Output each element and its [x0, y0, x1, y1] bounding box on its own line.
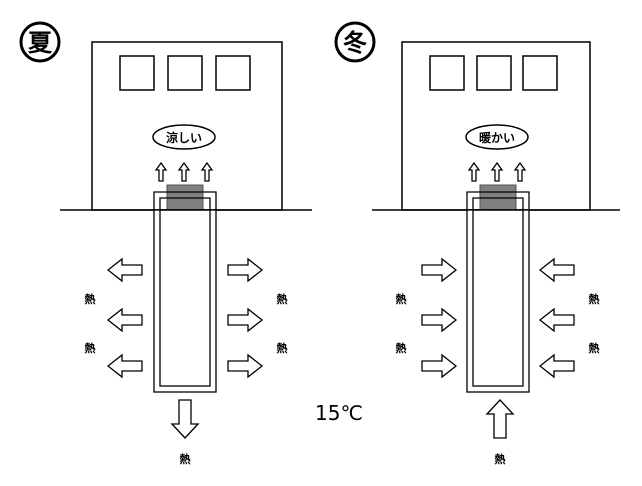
winter-air-label: 暖かい	[479, 130, 515, 145]
winter-window-1	[429, 55, 465, 91]
winter-air-bubble: 暖かい	[465, 124, 529, 150]
summer-arrow-right-3	[227, 354, 263, 378]
summer-window-3	[215, 55, 251, 91]
winter-heat-left-2: 熱	[396, 341, 407, 355]
summer-heat-right-1: 熱	[277, 292, 288, 306]
summer-panel: 夏 涼しい	[19, 21, 312, 466]
winter-arrow-left-2	[539, 308, 575, 332]
winter-heat-bottom: 熱	[495, 452, 506, 466]
winter-window-2	[476, 55, 512, 91]
winter-arrow-right-2	[421, 308, 457, 332]
summer-heat-bottom: 熱	[180, 452, 191, 466]
summer-heat-right-2: 熱	[277, 341, 288, 355]
winter-arrow-left-1	[539, 258, 575, 282]
ground-temperature-label: 15℃	[315, 401, 363, 425]
winter-heat-right-2: 熱	[589, 341, 600, 355]
winter-season-badge: 冬	[334, 21, 376, 63]
winter-arrow-right-3	[421, 354, 457, 378]
summer-window-1	[119, 55, 155, 91]
winter-heat-labels: 熱 熱 熱 熱 熱	[396, 292, 600, 466]
summer-heat-left-1: 熱	[85, 292, 96, 306]
winter-season-label: 冬	[343, 29, 367, 57]
winter-heat-left-1: 熱	[396, 292, 407, 306]
winter-heat-right-1: 熱	[589, 292, 600, 306]
winter-arrow-left-3	[539, 354, 575, 378]
summer-season-label: 夏	[28, 29, 53, 57]
summer-arrow-right-2	[227, 308, 263, 332]
summer-arrow-left-1	[107, 258, 143, 282]
summer-heat-labels: 熱 熱 熱 熱 熱	[85, 292, 288, 466]
winter-arrow-right-1	[421, 258, 457, 282]
summer-arrow-left-3	[107, 354, 143, 378]
summer-heat-left-2: 熱	[85, 341, 96, 355]
summer-ground-pipe	[153, 191, 217, 393]
winter-window-3	[522, 55, 558, 91]
winter-arrow-up	[486, 399, 514, 439]
summer-arrow-left-2	[107, 308, 143, 332]
summer-air-label: 涼しい	[166, 130, 202, 145]
summer-air-bubble: 涼しい	[152, 124, 216, 150]
summer-season-badge: 夏	[19, 21, 61, 63]
summer-arrow-down	[171, 399, 199, 439]
summer-arrow-right-1	[227, 258, 263, 282]
winter-panel: 冬 暖かい	[334, 21, 620, 466]
winter-ground-pipe	[466, 191, 530, 393]
summer-window-2	[167, 55, 203, 91]
